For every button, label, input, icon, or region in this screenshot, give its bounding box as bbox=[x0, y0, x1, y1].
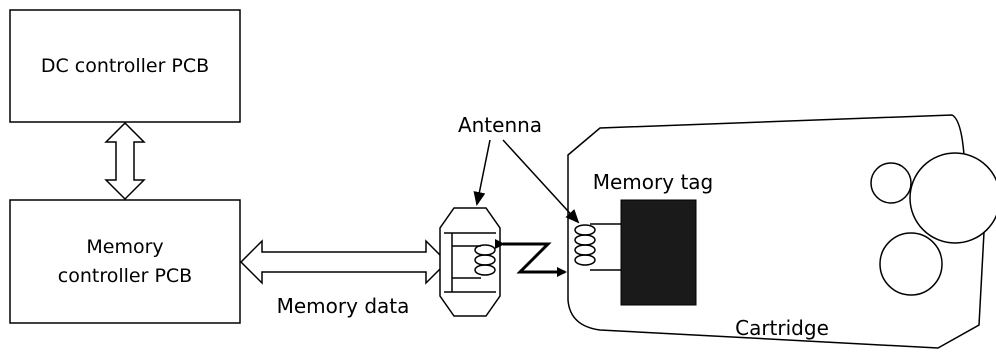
reader-antenna-housing bbox=[439, 207, 501, 317]
antenna-pointer-tag bbox=[502, 139, 580, 224]
wireless-link-icon bbox=[495, 239, 567, 277]
cartridge-roller-large bbox=[909, 152, 996, 244]
memory-controller-label-line1: Memory bbox=[86, 236, 163, 258]
memory-controller-label-line2: controller PCB bbox=[58, 265, 192, 287]
cartridge-roller-medium bbox=[879, 232, 943, 296]
cartridge-roller-small bbox=[870, 162, 912, 204]
cartridge-outline bbox=[567, 114, 987, 349]
memory-tag-chip bbox=[620, 199, 697, 306]
tag-coil-icon bbox=[574, 223, 621, 271]
memory-tag-label: Memory tag bbox=[593, 170, 714, 194]
antenna-pointer-reader bbox=[473, 139, 491, 206]
control-bus-arrow bbox=[104, 121, 146, 201]
antenna-label: Antenna bbox=[458, 113, 542, 137]
memory-controller-box bbox=[9, 199, 241, 324]
cartridge-label: Cartridge bbox=[735, 316, 829, 340]
memory-data-arrow bbox=[239, 239, 449, 285]
reader-coil-icon bbox=[451, 233, 496, 292]
memory-data-label: Memory data bbox=[277, 294, 410, 318]
dc-controller-label: DC controller PCB bbox=[41, 55, 209, 77]
